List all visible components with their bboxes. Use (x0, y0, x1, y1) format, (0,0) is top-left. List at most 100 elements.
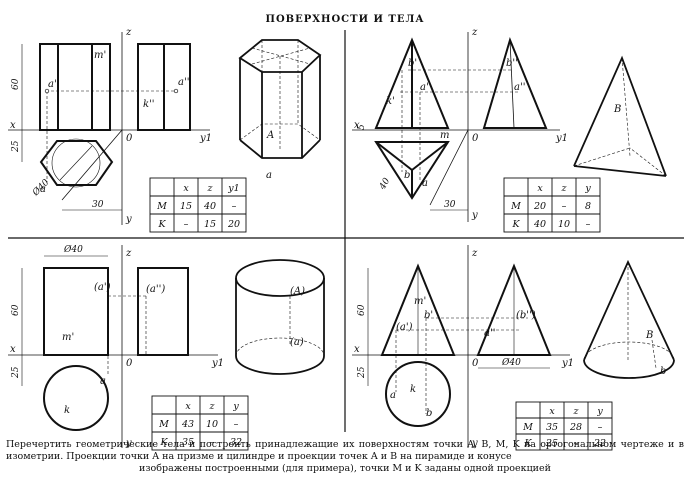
pyramid-point-a: a (422, 178, 428, 189)
axis-z-label: z (125, 27, 132, 38)
prism-point-a: a (40, 184, 46, 195)
prism-table: x z y1 M 15 40 – K – 15 20 (156, 183, 240, 230)
svg-text:x: x (354, 120, 360, 131)
svg-text:–: – (234, 419, 239, 430)
svg-text:z: z (471, 248, 478, 259)
svg-text:y1: y1 (561, 358, 574, 369)
svg-text:0: 0 (472, 133, 479, 144)
svg-text:x: x (10, 344, 16, 355)
svg-text:x: x (549, 406, 555, 417)
svg-text:x: x (537, 183, 543, 194)
svg-text:y: y (471, 438, 478, 449)
svg-text:20: 20 (227, 219, 240, 230)
svg-text:K: K (511, 219, 520, 230)
cone-dim-height: 60 (357, 304, 367, 316)
cylinder-point-a: a (100, 376, 106, 387)
cylinder-point-a-iso: (a) (290, 337, 304, 348)
cylinder-point-m1: m' (62, 332, 74, 343)
svg-text:x: x (185, 401, 191, 412)
svg-text:–: – (586, 219, 591, 230)
svg-text:0: 0 (126, 358, 133, 369)
cone-dim-diameter: Ø40 (501, 357, 521, 368)
prism-dim-30: 30 (92, 200, 104, 210)
cone-dim-offset: 25 (357, 366, 367, 379)
svg-text:–: – (184, 219, 189, 230)
cone-isometric (583, 259, 675, 379)
svg-text:–: – (562, 201, 567, 212)
svg-text:–: – (232, 201, 237, 212)
caption-line-1: Перечертить геометрические тела и постро… (6, 439, 617, 450)
prism-point-k2: k'' (143, 99, 155, 110)
svg-text:y: y (596, 406, 603, 417)
cone-point-B: B (645, 330, 653, 341)
cone-point-b: b (426, 408, 432, 419)
svg-text:z: z (125, 248, 132, 259)
svg-text:y1: y1 (555, 133, 568, 144)
svg-text:43: 43 (181, 419, 194, 430)
cylinder-point-a2: (a'') (146, 284, 165, 295)
cylinder-table: x z y M 43 10 – K 35 – 32 (158, 401, 242, 448)
svg-text:y: y (232, 401, 239, 412)
svg-text:15: 15 (204, 219, 216, 230)
svg-text:M: M (156, 201, 167, 212)
svg-text:K: K (157, 219, 166, 230)
prism-point-m1: m' (94, 50, 106, 61)
pyramid-point-b: b (404, 170, 410, 181)
svg-text:x: x (183, 183, 189, 194)
svg-text:y: y (471, 210, 478, 221)
prism-point-a2: a'' (178, 77, 189, 88)
svg-text:z: z (206, 183, 213, 194)
svg-text:y1: y1 (211, 358, 224, 369)
svg-text:22: 22 (593, 438, 606, 449)
task-caption: Перечертить геометрические тела и постро… (6, 439, 684, 475)
cone-point-a: a (390, 390, 396, 401)
axis-y-label: y (125, 214, 132, 225)
axis-x-label: x (10, 120, 16, 131)
pyramid-point-a2: a'' (514, 82, 525, 93)
svg-text:y: y (584, 183, 591, 194)
svg-text:20: 20 (533, 201, 546, 212)
pyramid-isometric (573, 55, 667, 177)
svg-text:M: M (158, 419, 169, 430)
cylinder-point-a1: (a') (94, 282, 111, 293)
cone-point-b1: b' (424, 310, 433, 321)
prism-dim-height: 60 (11, 78, 21, 90)
svg-text:8: 8 (585, 201, 591, 212)
cone-table: x z y M 35 28 – K 25 – 22 (522, 406, 606, 449)
cylinder-dim-diameter: Ø40 (63, 244, 83, 255)
cone-point-a2: a'' (484, 328, 495, 339)
svg-text:35: 35 (546, 422, 558, 433)
pyramid-dim-30: 30 (444, 200, 456, 210)
svg-text:z: z (208, 401, 215, 412)
pyramid-point-k1: k' (386, 96, 395, 107)
pyramid-point-m: m (440, 130, 449, 141)
svg-text:–: – (598, 422, 603, 433)
pyramid-point-b2: b'' (506, 58, 518, 69)
prism-point-A: A (266, 130, 274, 141)
prism-iso-label: a (266, 170, 272, 181)
pyramid-table: x z y M 20 – 8 K 40 10 – (510, 183, 591, 230)
cylinder-dim-offset: 25 (11, 366, 21, 379)
cylinder-drawing: x z 0 y1 y Ø40 60 25 (a') (a'') m' a k (8, 244, 325, 451)
svg-text:M: M (522, 422, 533, 433)
svg-text:z: z (471, 27, 478, 38)
svg-text:32: 32 (230, 437, 242, 448)
svg-text:25: 25 (545, 438, 558, 449)
caption-line-3: изображены построенными (для примера), т… (139, 463, 551, 474)
svg-text:–: – (210, 437, 215, 448)
cone-drawing: x z 0 y1 y 60 25 Ø40 m' (a') b' (b'') a'… (352, 245, 675, 451)
pyramid-point-B: B (613, 104, 621, 115)
svg-text:10: 10 (558, 219, 570, 230)
svg-text:15: 15 (180, 201, 192, 212)
cylinder-point-k: k (64, 405, 70, 416)
cylinder-isometric (235, 259, 325, 375)
svg-text:10: 10 (206, 419, 218, 430)
svg-text:40: 40 (533, 219, 546, 230)
svg-text:40: 40 (203, 201, 216, 212)
svg-text:0: 0 (472, 358, 479, 369)
cylinder-point-A: (A) (290, 286, 305, 297)
pyramid-point-a1: a' (420, 82, 429, 93)
caption-line-2: чертеже и в изометрии. Проекции точки A … (6, 439, 684, 462)
sheet-title: ПОВЕРХНОСТИ И ТЕЛА (266, 14, 425, 25)
